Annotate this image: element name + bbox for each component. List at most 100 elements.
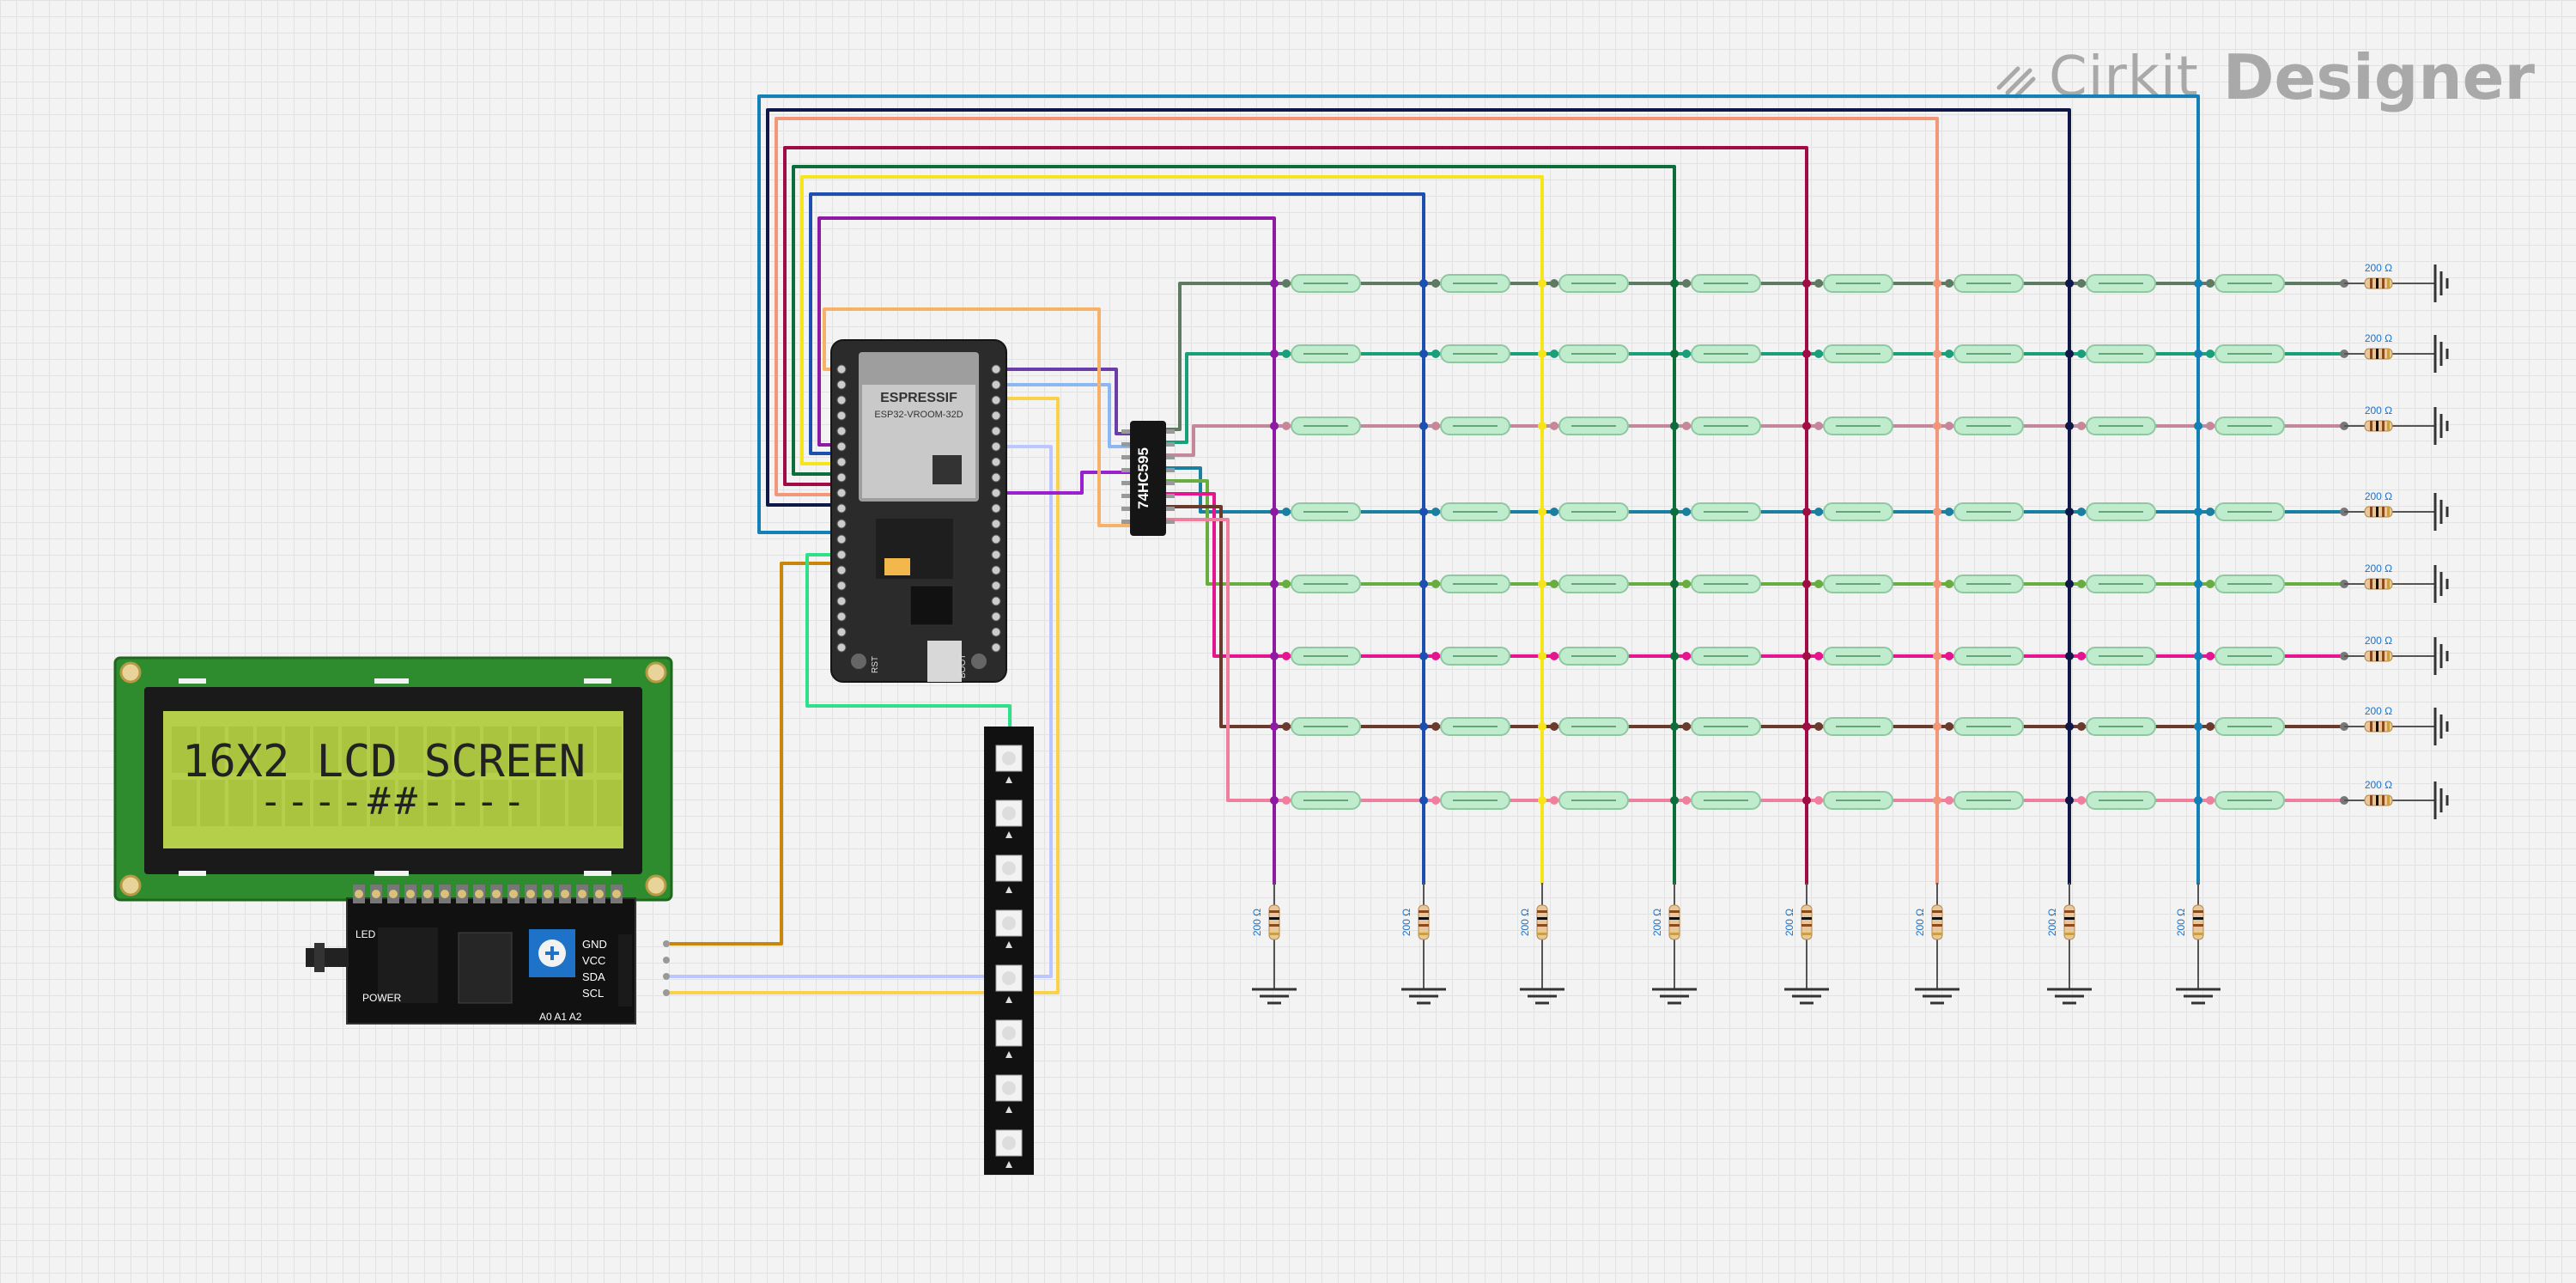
led-strip[interactable] (984, 727, 1034, 1175)
column-junction (1419, 508, 1428, 516)
column-junction (2194, 422, 2202, 430)
column-junction (1538, 422, 1546, 430)
switch-junction (1682, 422, 1691, 430)
column-junction (1419, 422, 1428, 430)
led-arrow-icon (1005, 886, 1012, 893)
column-junction (1419, 279, 1428, 288)
resistor-band (2370, 421, 2372, 431)
resistor-band (2370, 795, 2372, 806)
resistor-band (1269, 917, 1279, 920)
lcd-cell (597, 780, 622, 826)
lcd-cell (370, 780, 395, 826)
switch-junction (2077, 796, 2086, 805)
shift-register-74hc595[interactable]: 74HC595 (1121, 421, 1175, 536)
led-pixel-lens (1002, 916, 1016, 930)
header-pad (561, 890, 569, 898)
resistor: 200 Ω (2344, 404, 2449, 445)
sr-pin (1121, 442, 1130, 447)
resistor-band (2376, 579, 2379, 589)
esp32-pin (836, 565, 847, 575)
esp32-pin (991, 380, 1001, 390)
esp32-devkit-board[interactable]: ESPRESSIF ESP32-VROOM-32D RST BOOT (830, 339, 1007, 683)
sr-pin (1121, 468, 1130, 472)
pin-label-gnd: GND (582, 938, 607, 951)
switch-junction (1814, 508, 1823, 516)
sr-pin (1166, 468, 1175, 472)
column-junction (1670, 279, 1679, 288)
led-arrow-icon (1005, 831, 1012, 838)
led-pixel-lens (1002, 1136, 1016, 1150)
lcd-cell (483, 780, 508, 826)
resistor-band (2064, 917, 2075, 920)
resistor-band (2382, 507, 2385, 517)
resistor-band (2193, 917, 2203, 920)
led-pixel-lens (1002, 1081, 1016, 1095)
row-wire (1166, 518, 2344, 802)
resistor-band (2387, 507, 2390, 517)
resistor-band (2382, 278, 2385, 289)
resistor-value: 200 Ω (2365, 262, 2392, 274)
resistor-band (2382, 579, 2385, 589)
sr-pin (1121, 507, 1130, 511)
column-junction (2194, 279, 2202, 288)
resistor-value: 200 Ω (1651, 909, 1663, 936)
led-arrow-icon (1005, 996, 1012, 1003)
esp32-pin (991, 441, 1001, 452)
switch-junction (1682, 580, 1691, 588)
column-junction (1270, 652, 1279, 660)
column-junction (1419, 652, 1428, 660)
column-junction (1802, 580, 1811, 588)
resistor: 200 Ω (2344, 562, 2449, 603)
header-pad (595, 890, 604, 898)
switch-junction (1550, 796, 1558, 805)
switch-junction (1682, 279, 1691, 288)
led-pixel-lens (1002, 751, 1016, 765)
lcd-cell (512, 780, 537, 826)
header-pad (509, 890, 518, 898)
led-data-wire (805, 553, 1012, 730)
resistor-band (1419, 917, 1429, 920)
switch-junction (1945, 722, 1953, 731)
resistor-band (2064, 933, 2075, 935)
column-junction (1270, 796, 1279, 805)
led-label: LED (355, 928, 376, 940)
resistor-band (1801, 924, 1812, 927)
esp32-pin (991, 581, 1001, 591)
switch-junction (2077, 350, 2086, 358)
power-label: POWER (362, 992, 402, 1004)
resistor: 200 Ω (1519, 883, 1564, 1005)
resistor: 200 Ω (1400, 883, 1446, 1005)
esp32-pin (836, 550, 847, 560)
i2c-backpack-module[interactable]: LED POWER A0 A1 A2 GND VCC SDA SCL (306, 885, 670, 1025)
lcd-cell (228, 727, 253, 773)
pin-label-vcc: VCC (582, 954, 605, 967)
switch-junction (1431, 350, 1440, 358)
esp32-pin (991, 565, 1001, 575)
rst-label: RST (871, 656, 880, 673)
lcd-cell (342, 780, 367, 826)
resistor-band (2370, 651, 2372, 661)
qr-code (933, 455, 962, 484)
resistor-band (2370, 349, 2372, 359)
esp32-pin (991, 426, 1001, 436)
switch-junction (1682, 652, 1691, 660)
resistor-band (1419, 910, 1429, 913)
resistor-band (1537, 933, 1547, 935)
resistor-band (2193, 924, 2203, 927)
sr-pin (1121, 494, 1130, 498)
lcd-16x2-module[interactable]: 16X2 LCD SCREEN ----##---- (113, 656, 673, 902)
boot-button[interactable] (971, 654, 987, 669)
resistor-band (1269, 924, 1279, 927)
switch-junction (1814, 722, 1823, 731)
lcd-cell (540, 780, 565, 826)
column-wire (817, 216, 1276, 885)
rst-button[interactable] (851, 654, 866, 669)
sr-pin (1166, 442, 1175, 447)
switch-junction (1282, 580, 1291, 588)
column-wire (783, 146, 1808, 885)
column-junction (1933, 508, 1941, 516)
header-pad (355, 890, 363, 898)
column-junction (1270, 422, 1279, 430)
sr-pin (1166, 507, 1175, 511)
